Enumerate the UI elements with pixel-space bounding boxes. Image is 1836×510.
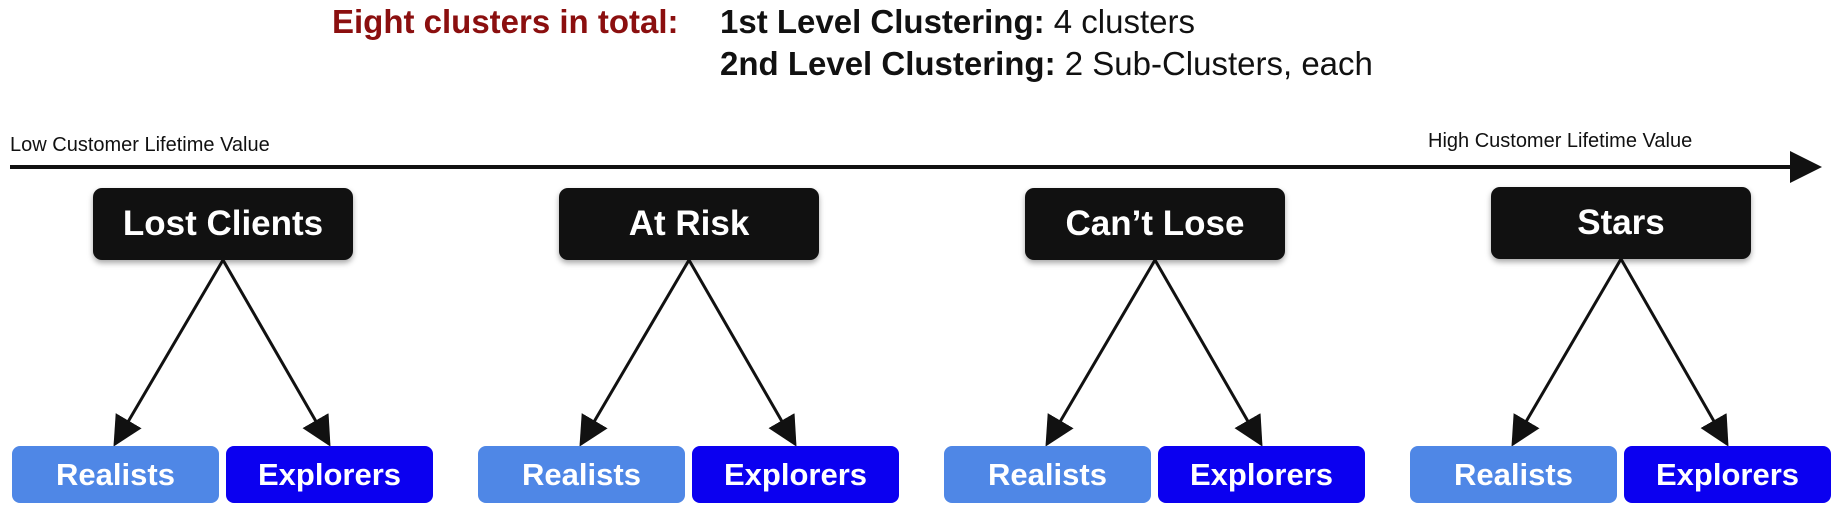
cluster-cant-lose: Can’t Lose [1025, 188, 1285, 260]
at-risk-to-explorers-arrow [687, 259, 797, 447]
total-clusters-title: Eight clusters in total: [332, 3, 679, 40]
axis-low-label: Low Customer Lifetime Value [10, 134, 270, 156]
cluster-stars: Stars [1491, 187, 1751, 259]
cant-lose-realists: Realists [944, 446, 1151, 503]
level1-description: 1st Level Clustering: 4 clusters [720, 2, 1195, 42]
at-risk-to-realists-arrow [579, 259, 691, 447]
stars-realists: Realists [1410, 446, 1617, 503]
level2-value: 2 Sub-Clusters, each [1064, 45, 1373, 82]
lost-clients-explorers: Explorers [226, 446, 433, 503]
lost-clients-realists: Realists [12, 446, 219, 503]
cant-lose-explorers: Explorers [1158, 446, 1365, 503]
level2-label: 2nd Level Clustering: [720, 45, 1056, 82]
stars-to-realists-arrow [1511, 258, 1623, 447]
cant-lose-to-explorers-arrow [1153, 259, 1263, 447]
cluster-lost-clients: Lost Clients [93, 188, 353, 260]
cant-lose-to-realists-arrow [1045, 259, 1157, 447]
axis-high-label: High Customer Lifetime Value [1428, 130, 1693, 152]
lost-clients-to-realists-arrow [113, 259, 225, 447]
at-risk-realists: Realists [478, 446, 685, 503]
stars-explorers: Explorers [1624, 446, 1831, 503]
level2-description: 2nd Level Clustering: 2 Sub-Clusters, ea… [720, 44, 1373, 84]
stars-to-explorers-arrow [1619, 258, 1729, 447]
cluster-at-risk: At Risk [559, 188, 819, 260]
lost-clients-to-explorers-arrow [221, 259, 331, 447]
at-risk-explorers: Explorers [692, 446, 899, 503]
level1-value: 4 clusters [1053, 3, 1195, 40]
level1-label: 1st Level Clustering: [720, 3, 1045, 40]
